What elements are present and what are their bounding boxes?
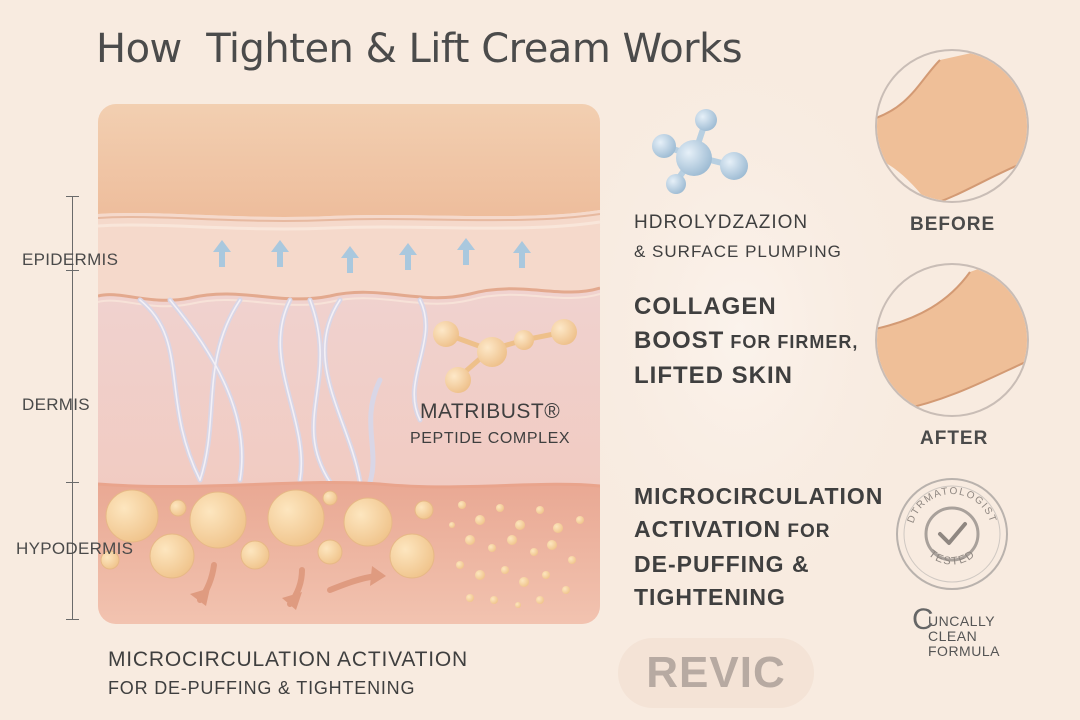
benefit-micro-line3: DE-PUFFING & bbox=[634, 551, 810, 577]
benefit-hydration: HDROLYDZAZION & SURFACE PLUMPING bbox=[634, 212, 842, 262]
layer-ruler bbox=[72, 196, 73, 620]
brand-logo: REVIC bbox=[618, 638, 814, 708]
bottom-caption: MICROCIRCULATION ACTIVATION FOR DE-PUFFI… bbox=[108, 648, 468, 699]
benefit-micro-line1: MICROCIRCULATION bbox=[634, 483, 884, 509]
benefit-hydration-line2: & SURFACE PLUMPING bbox=[634, 242, 842, 261]
benefit-collagen-line3: LIFTED SKIN bbox=[634, 362, 793, 389]
benefit-collagen: COLLAGEN BOOST FOR FIRMER, LIFTED SKIN bbox=[634, 290, 858, 393]
benefit-collagen-boost: BOOST bbox=[634, 327, 725, 354]
peptide-subtitle: PEPTIDE COMPLEX bbox=[410, 430, 571, 447]
svg-text:DTRMATOLOGIST: DTRMATOLOGIST bbox=[906, 486, 999, 525]
clean-c-icon: C bbox=[912, 603, 935, 636]
label-epidermis: EPIDERMIS bbox=[22, 250, 119, 269]
benefit-micro-line4: TIGHTENING bbox=[634, 584, 786, 610]
peptide-molecule-icon bbox=[433, 319, 577, 393]
benefit-micro-activation: ACTIVATION bbox=[634, 516, 782, 542]
after-image bbox=[875, 263, 1029, 417]
before-label: BEFORE bbox=[910, 214, 996, 235]
dermatologist-badge: DTRMATOLOGIST TESTED bbox=[896, 478, 1008, 590]
ruler-tick bbox=[66, 619, 79, 620]
caption-line1: MICROCIRCULATION ACTIVATION bbox=[108, 648, 468, 671]
benefit-hydration-line1: HDROLYDZAZION bbox=[634, 212, 809, 233]
label-dermis: DERMIS bbox=[22, 395, 90, 414]
benefit-microcirculation: MICROCIRCULATION ACTIVATION FOR DE-PUFFI… bbox=[634, 480, 883, 614]
badge-bottom-text: TESTED bbox=[926, 548, 976, 568]
badge-top-text: DTRMATOLOGIST bbox=[906, 486, 997, 525]
label-hypodermis: HYPODERMIS bbox=[16, 539, 134, 558]
clean-line2: CLEAN bbox=[928, 628, 978, 644]
peptide-name: MATRIBUST® bbox=[419, 400, 561, 423]
checkmark-icon bbox=[938, 522, 967, 545]
benefit-micro-for: FOR bbox=[781, 521, 831, 542]
clean-formula-mark: C UNCALLY CLEAN FORMULA bbox=[912, 603, 1012, 659]
clean-line1: UNCALLY bbox=[928, 613, 996, 629]
caption-line2: FOR DE-PUFFING & TIGHTENING bbox=[108, 678, 416, 698]
clean-line3: FORMULA bbox=[928, 643, 1000, 659]
ruler-tick bbox=[66, 482, 79, 483]
ruler-tick bbox=[66, 270, 79, 271]
ruler-tick bbox=[66, 196, 79, 197]
after-label: AFTER bbox=[920, 428, 989, 449]
upward-arrows bbox=[213, 238, 531, 273]
svg-text:TESTED: TESTED bbox=[926, 548, 978, 568]
before-image bbox=[875, 49, 1029, 203]
hydration-molecule-icon bbox=[652, 109, 748, 194]
benefit-collagen-for: FOR FIRMER, bbox=[724, 332, 859, 352]
peptide-label: MATRIBUST® PEPTIDE COMPLEX bbox=[410, 400, 570, 448]
benefit-collagen-line1: COLLAGEN bbox=[634, 293, 777, 320]
page-title: How Tighten & Lift Cream Works bbox=[96, 26, 743, 72]
